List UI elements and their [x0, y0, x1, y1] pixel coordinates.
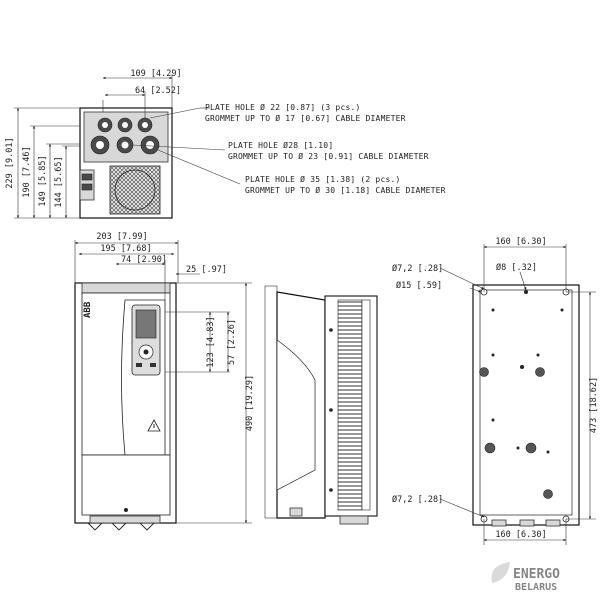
- panel-display: [135, 309, 157, 339]
- energo-leaf-icon: [491, 562, 510, 583]
- note-grommet-30: GROMMET UP TO Ø 30 [1.18] CABLE DIAMETER: [245, 185, 446, 195]
- dim-190: 190 [7.46]: [22, 146, 32, 197]
- back-view: 160 [6.30] 160 [6.30] Ø7,2 [.28] Ø15 [.5…: [392, 237, 599, 545]
- watermark-line1: ENERGO: [513, 567, 560, 582]
- dim-160-bottom: 160 [6.30]: [495, 530, 546, 540]
- front-view: ABB 203 [7.99] 195 [7.68] 74 [2.90] 25 […: [74, 232, 255, 531]
- dim-229: 229 [9.01]: [5, 137, 15, 188]
- dim-hole-8: Ø8 [.32]: [496, 262, 537, 273]
- cooling-fan: [109, 165, 161, 215]
- note-grommet-17: GROMMET UP TO Ø 17 [0.67] CABLE DIAMETER: [205, 113, 406, 123]
- dim-109: 109 [4.29]: [130, 69, 181, 79]
- dim-195: 195 [7.68]: [100, 244, 151, 254]
- abb-logo: ABB: [83, 301, 93, 318]
- dim-57: 57 [2.26]: [227, 319, 237, 365]
- note-grommet-23: GROMMET UP TO Ø 23 [0.91] CABLE DIAMETER: [228, 151, 429, 161]
- dim-123: 123 [4.83]: [206, 316, 216, 367]
- dim-160-top: 160 [6.30]: [495, 237, 546, 247]
- note-plate-hole-35: PLATE HOLE Ø 35 [1.38] (2 pcs.): [245, 174, 401, 184]
- top-view: 109 [4.29] 64 [2.52] 229 [9.01] 190 [7.4…: [5, 69, 446, 219]
- dim-473: 473 [18.62]: [589, 377, 599, 433]
- note-plate-hole-22: PLATE HOLE Ø 22 [0.87] (3 pcs.): [205, 102, 361, 112]
- dim-hole-7-2-bottom: Ø7,2 [.28]: [392, 494, 443, 505]
- watermark-line2: BELARUS: [515, 582, 557, 593]
- dim-hole-7-2-top: Ø7,2 [.28]: [392, 263, 443, 274]
- watermark: ENERGO BELARUS: [491, 562, 560, 593]
- dim-74: 74 [2.90]: [121, 255, 167, 265]
- dim-203: 203 [7.99]: [96, 232, 147, 242]
- note-plate-hole-28: PLATE HOLE Ø28 [1.10]: [228, 140, 333, 150]
- dim-490: 490 [19.29]: [245, 375, 255, 431]
- dim-25: 25 [.97]: [186, 265, 227, 275]
- dim-144: 144 [5.65]: [54, 156, 64, 207]
- side-view: [264, 285, 378, 525]
- dim-hole-15: Ø15 [.59]: [396, 280, 442, 291]
- dim-64: 64 [2.52]: [135, 86, 181, 96]
- dim-149: 149 [5.85]: [38, 155, 48, 206]
